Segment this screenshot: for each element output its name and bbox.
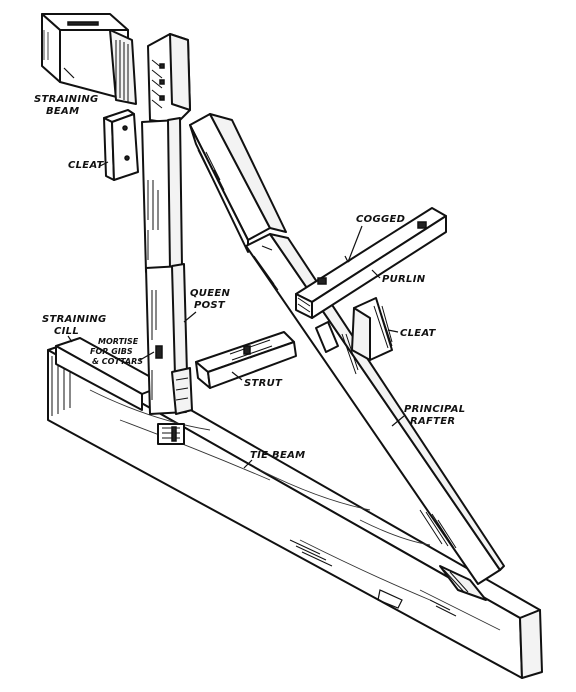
queen-post — [141, 33, 193, 415]
svg-text:CLEAT: CLEAT — [68, 160, 105, 171]
svg-text:MORTISE: MORTISE — [98, 337, 139, 346]
label-mortise: MORTISE FOR GIBS & COTTARS — [90, 337, 155, 366]
label-strut: STRUT — [231, 371, 283, 389]
rafter-block — [315, 321, 359, 375]
label-cleat-top: CLEAT — [68, 160, 109, 171]
label-cogged: COGGED — [344, 214, 405, 263]
label-queen-post: QUEEN POST — [183, 288, 230, 323]
svg-text:STRUT: STRUT — [244, 378, 283, 389]
svg-text:QUEEN: QUEEN — [190, 288, 230, 299]
svg-text:& COTTARS: & COTTARS — [92, 357, 143, 366]
principal-rafter — [189, 113, 505, 601]
svg-text:STRAINING: STRAINING — [34, 94, 99, 105]
strut — [195, 331, 297, 389]
gib-and-cottar — [157, 423, 185, 445]
label-straining-cill: STRAINING CILL — [42, 314, 107, 343]
svg-text:TIE BEAM: TIE BEAM — [250, 450, 305, 461]
label-purlin: PURLIN — [371, 269, 426, 285]
svg-text:FOR GIBS: FOR GIBS — [90, 347, 133, 356]
straining-cill — [55, 337, 166, 411]
svg-text:BEAM: BEAM — [46, 106, 79, 117]
svg-text:POST: POST — [194, 300, 226, 311]
svg-text:STRAINING: STRAINING — [42, 314, 107, 325]
straining-beam — [41, 13, 137, 105]
label-cleat-right: CLEAT — [387, 328, 437, 339]
label-tie-beam: TIE BEAM — [243, 450, 305, 469]
svg-text:RAFTER: RAFTER — [410, 416, 455, 427]
svg-text:CLEAT: CLEAT — [400, 328, 437, 339]
label-straining-beam: STRAINING BEAM — [34, 67, 99, 117]
svg-text:CILL: CILL — [54, 326, 79, 337]
cleat-right — [351, 297, 393, 361]
svg-text:PURLIN: PURLIN — [382, 274, 426, 285]
label-principal-rafter: PRINCIPAL RAFTER — [391, 404, 465, 427]
purlin — [295, 207, 447, 319]
svg-text:PRINCIPAL: PRINCIPAL — [404, 404, 465, 415]
svg-text:COGGED: COGGED — [356, 214, 405, 225]
cleat-top — [103, 109, 139, 181]
